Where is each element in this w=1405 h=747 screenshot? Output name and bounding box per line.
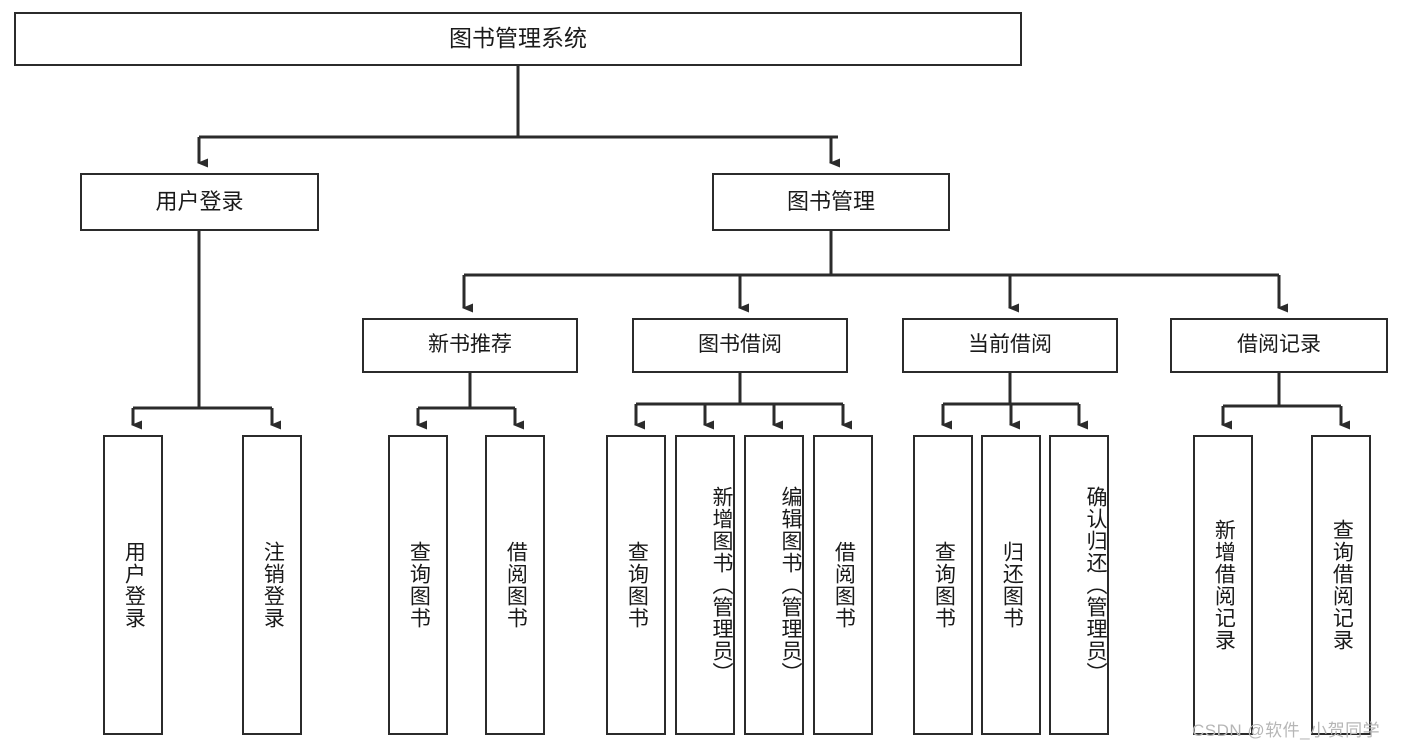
node-user-login-label: 用户登录 — [155, 189, 244, 215]
node-current-borrow[interactable]: 当前借阅 — [902, 318, 1118, 373]
leaf-query-borrow-record[interactable]: 查询借阅记录 — [1311, 435, 1371, 735]
leaf-label: 借阅图书 — [832, 541, 856, 629]
leaf-user-logout[interactable]: 注销登录 — [242, 435, 302, 735]
leaf-label: 确认归还（管理员） — [1084, 486, 1107, 684]
node-borrow-record-label: 借阅记录 — [1237, 333, 1321, 357]
leaf-label: 新增借阅记录 — [1212, 519, 1236, 651]
leaf-label: 借阅图书 — [504, 541, 528, 629]
node-borrow-record[interactable]: 借阅记录 — [1170, 318, 1388, 373]
node-root-label: 图书管理系统 — [449, 25, 587, 52]
leaf-label: 注销登录 — [261, 541, 285, 629]
leaf-add-borrow-record[interactable]: 新增借阅记录 — [1193, 435, 1253, 735]
leaf-return-book[interactable]: 归还图书 — [981, 435, 1041, 735]
watermark: CSDN @软件_小贺同学 — [1192, 721, 1381, 740]
leaf-user-login[interactable]: 用户登录 — [103, 435, 163, 735]
leaf-label: 用户登录 — [122, 541, 146, 629]
node-new-book-recommend-label: 新书推荐 — [428, 333, 512, 357]
leaf-label: 查询借阅记录 — [1330, 519, 1354, 651]
leaf-label: 编辑图书（管理员） — [779, 486, 802, 684]
leaf-label: 查询图书 — [625, 541, 649, 629]
leaf-borrow-book[interactable]: 借阅图书 — [813, 435, 873, 735]
node-current-borrow-label: 当前借阅 — [968, 333, 1052, 357]
leaf-add-book-admin[interactable]: 新增图书（管理员） — [675, 435, 735, 735]
leaf-query-book-borrow[interactable]: 查询图书 — [606, 435, 666, 735]
node-book-management-label: 图书管理 — [786, 189, 875, 215]
leaf-query-book-recommend[interactable]: 查询图书 — [388, 435, 448, 735]
leaf-label: 查询图书 — [932, 541, 956, 629]
node-user-login[interactable]: 用户登录 — [80, 173, 319, 231]
node-book-borrow[interactable]: 图书借阅 — [632, 318, 848, 373]
leaf-label: 归还图书 — [1000, 541, 1024, 629]
leaf-confirm-return-admin[interactable]: 确认归还（管理员） — [1049, 435, 1109, 735]
leaf-edit-book-admin[interactable]: 编辑图书（管理员） — [744, 435, 804, 735]
node-new-book-recommend[interactable]: 新书推荐 — [362, 318, 578, 373]
leaf-label: 新增图书（管理员） — [710, 486, 733, 684]
node-root[interactable]: 图书管理系统 — [14, 12, 1022, 66]
node-book-borrow-label: 图书借阅 — [698, 333, 782, 357]
leaf-query-book-current[interactable]: 查询图书 — [913, 435, 973, 735]
node-book-management[interactable]: 图书管理 — [712, 173, 950, 231]
leaf-label: 查询图书 — [407, 541, 431, 629]
leaf-borrow-book-recommend[interactable]: 借阅图书 — [485, 435, 545, 735]
